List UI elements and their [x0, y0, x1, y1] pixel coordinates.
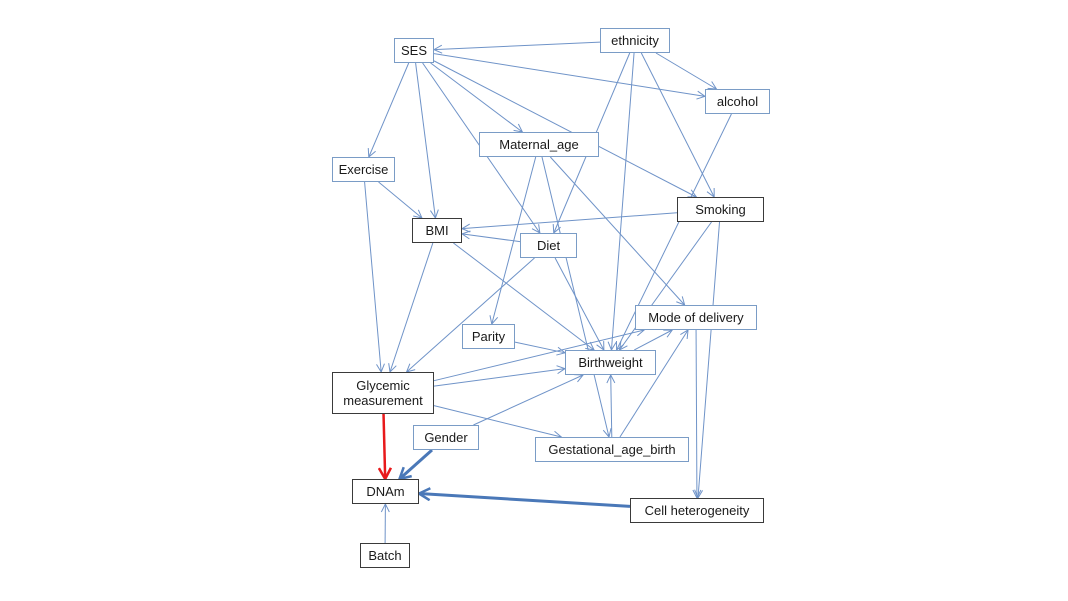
node-alcohol[interactable]: alcohol: [705, 89, 770, 114]
edge-ethnicity-to-birthweight: [611, 52, 635, 350]
node-label: Glycemic measurement: [343, 378, 423, 408]
node-label: ethnicity: [611, 33, 659, 48]
node-label: SES: [400, 43, 427, 58]
edge-ses-to-exercise: [369, 62, 410, 157]
node-label: BMI: [425, 223, 449, 238]
node-exercise[interactable]: Exercise: [332, 157, 395, 182]
node-label: Exercise: [338, 162, 389, 177]
node-bmi[interactable]: BMI: [412, 218, 462, 243]
node-ethnicity[interactable]: ethnicity: [600, 28, 670, 53]
edge-diet-to-birthweight: [554, 257, 604, 350]
node-label: Birthweight: [578, 355, 643, 370]
edge-diet-to-glycemic: [407, 257, 535, 372]
edge-glycemic-to-mode_of_delivery: [433, 330, 644, 382]
edge-gestational_age_birth-to-birthweight: [611, 375, 612, 438]
edge-mode_of_delivery-to-cell_heterogeneity: [696, 329, 697, 498]
node-label: Gender: [424, 430, 468, 445]
edge-ethnicity-to-ses: [434, 41, 601, 50]
node-mode-of-delivery[interactable]: Mode of delivery: [635, 305, 757, 330]
edge-ethnicity-to-alcohol: [655, 52, 716, 89]
node-smoking[interactable]: Smoking: [677, 197, 764, 222]
edge-bmi-to-glycemic: [390, 242, 434, 372]
edge-gestational_age_birth-to-mode_of_delivery: [619, 330, 688, 438]
edge-smoking-to-birthweight: [619, 221, 712, 350]
node-ses[interactable]: SES: [394, 38, 434, 63]
edge-diet-to-bmi: [462, 234, 521, 243]
edge-bmi-to-birthweight: [453, 242, 594, 350]
node-dnam[interactable]: DNAm: [352, 479, 419, 504]
node-cell-heterogeneity[interactable]: Cell heterogeneity: [630, 498, 764, 523]
edge-maternal_age-to-mode_of_delivery: [549, 156, 684, 305]
edge-gender-to-dnam: [400, 448, 433, 479]
node-gestational-age-birth[interactable]: Gestational_age_birth: [535, 437, 689, 462]
edge-exercise-to-glycemic: [364, 181, 382, 372]
edge-ses-to-alcohol: [433, 53, 705, 97]
edge-glycemic-to-gestational_age_birth: [433, 405, 561, 437]
edge-exercise-to-bmi: [378, 181, 422, 218]
node-batch[interactable]: Batch: [360, 543, 410, 568]
edge-ses-to-maternal_age: [430, 62, 523, 132]
node-label: Mode of delivery: [648, 310, 744, 325]
edge-birthweight-to-mode_of_delivery: [634, 330, 672, 351]
node-label: Maternal_age: [499, 137, 579, 152]
node-glycemic-measurement[interactable]: Glycemic measurement: [332, 372, 434, 414]
edge-smoking-to-cell_heterogeneity: [698, 221, 721, 498]
edge-ses-to-smoking: [433, 60, 696, 197]
node-birthweight[interactable]: Birthweight: [565, 350, 656, 375]
edge-ses-to-bmi: [415, 62, 436, 218]
edge-gender-to-birthweight: [473, 375, 583, 426]
node-label: Parity: [471, 329, 506, 344]
edge-glycemic-to-birthweight: [433, 369, 565, 387]
edge-smoking-to-bmi: [462, 212, 678, 229]
node-label: Cell heterogeneity: [644, 503, 750, 518]
node-label: Gestational_age_birth: [548, 442, 676, 457]
node-gender[interactable]: Gender: [413, 425, 479, 450]
node-maternal-age[interactable]: Maternal_age: [479, 132, 599, 157]
edge-glycemic-to-dnam: [384, 413, 386, 479]
node-label: Batch: [368, 548, 402, 563]
node-label: Smoking: [695, 202, 746, 217]
edge-ethnicity-to-smoking: [640, 52, 714, 197]
node-label: alcohol: [716, 94, 759, 109]
node-parity[interactable]: Parity: [462, 324, 515, 349]
node-label: DNAm: [366, 484, 405, 499]
edge-cell_heterogeneity-to-dnam: [419, 494, 631, 508]
node-label: Diet: [536, 238, 561, 253]
node-diet[interactable]: Diet: [520, 233, 577, 258]
